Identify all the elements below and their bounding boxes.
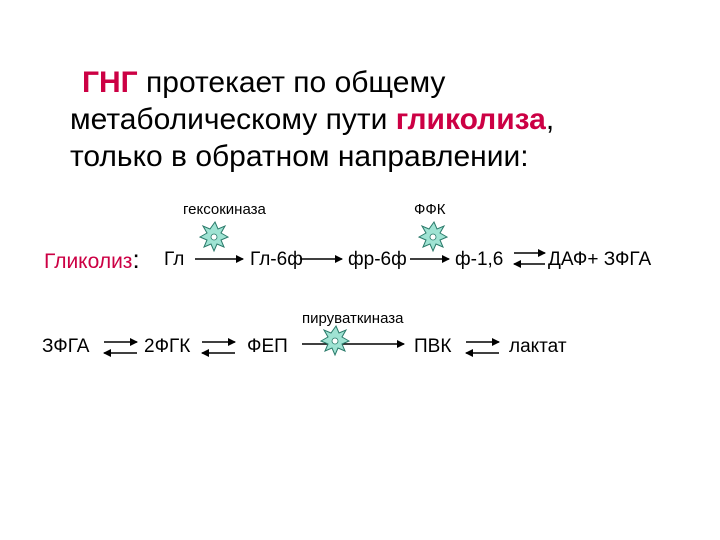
metabolite-fr-6f: фр-6ф [348,249,407,270]
metabolite-2fgk: 2ФГК [144,336,191,357]
glycolysis-row-label: Гликолиз: [44,244,140,275]
metabolite-pvk: ПВК [414,336,452,357]
metabolite-daf-3fga: ДАФ+ ЗФГА [548,249,652,270]
heading-line-3: только в обратном направлении: [70,140,529,173]
heading: ГНГ протекает по общему метаболическому … [70,64,670,175]
glycolysis-label-colon: : [132,244,140,274]
enzyme-pfk-label: ФФК [414,201,446,218]
enzyme-hexokinase-label: гексокиназа [183,201,266,218]
enzyme-hexokinase-icon [198,220,230,253]
metabolite-3fga: ЗФГА [42,336,90,357]
enzyme-pyruvate-kinase-label: пируваткиназа [302,310,404,327]
metabolite-fep: ФЕП [247,336,288,357]
metabolite-gl: Гл [164,249,185,270]
gng-term: ГНГ [82,66,138,99]
heading-line-1-text: протекает по общему [137,66,446,99]
heading-line-1: ГНГ протекает по общему [70,64,670,101]
heading-line-2-comma: , [545,103,555,136]
glycolysis-term: гликолиза [395,103,546,136]
heading-line-2-text: метаболическому пути [70,103,396,136]
metabolite-lactate: лактат [509,336,567,357]
glycolysis-label-text: Гликолиз [44,250,133,273]
enzyme-pyruvate-kinase-icon [319,324,351,357]
metabolite-gl-6f: Гл-6ф [250,249,303,270]
enzyme-pfk-icon [417,220,449,253]
heading-line-2: метаболическому пути гликолиза, [70,101,670,138]
metabolite-f-1-6: ф-1,6 [455,249,504,270]
